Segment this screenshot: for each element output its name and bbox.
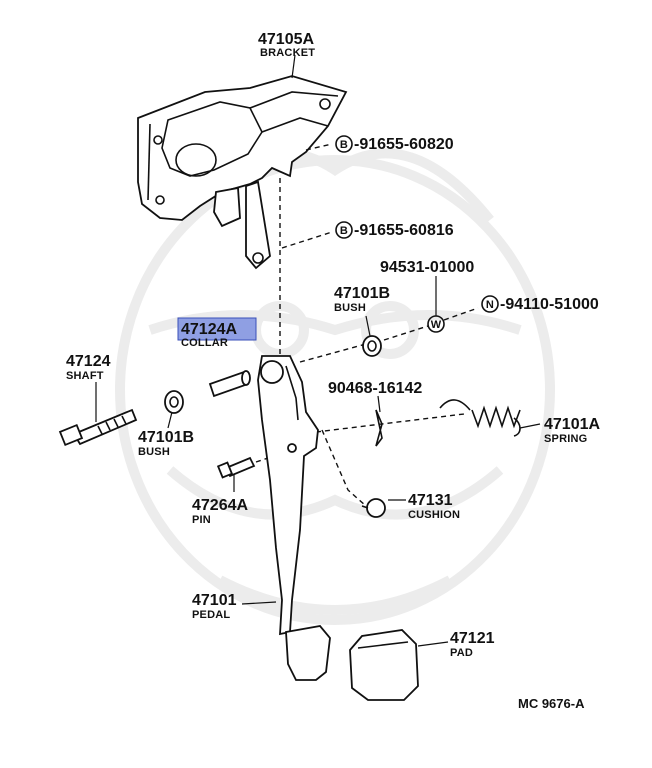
bush-upper-name: BUSH xyxy=(334,302,366,314)
marker-n-letter: N xyxy=(486,299,494,311)
bracket-number[interactable]: 47105A xyxy=(258,31,314,48)
washer-number[interactable]: 94531-01000 xyxy=(380,259,474,276)
bolt-b2-number[interactable]: -91655-60816 xyxy=(354,222,454,239)
cushion-name: CUSHION xyxy=(408,509,460,521)
watermark-emblem xyxy=(115,148,555,625)
marker-washer: W xyxy=(427,315,445,333)
collar-number[interactable]: 47124A xyxy=(181,321,237,338)
clip-number[interactable]: 90468-16142 xyxy=(328,380,422,397)
pedal-number[interactable]: 47101 xyxy=(192,592,237,609)
pedal-part xyxy=(257,355,331,681)
cushion-number[interactable]: 47131 xyxy=(408,492,453,509)
clip-part xyxy=(375,409,383,447)
bush-lower-part xyxy=(164,390,184,414)
shaft-part xyxy=(58,408,138,447)
spring-part xyxy=(439,399,521,437)
pad-number[interactable]: 47121 xyxy=(450,630,495,647)
pad-name: PAD xyxy=(450,647,473,659)
spring-name: SPRING xyxy=(544,433,587,445)
pin-number[interactable]: 47264A xyxy=(192,497,248,514)
bolt-b1-number[interactable]: -91655-60820 xyxy=(354,136,454,153)
pedal-name: PEDAL xyxy=(192,609,230,621)
collar-name: COLLAR xyxy=(181,337,228,349)
bracket-name: BRACKET xyxy=(260,47,315,59)
marker-b1-letter: B xyxy=(340,139,348,151)
shaft-number[interactable]: 47124 xyxy=(66,353,111,370)
bush-lower-name: BUSH xyxy=(138,446,170,458)
pin-part xyxy=(216,456,256,479)
marker-bolt-b1: B xyxy=(335,135,353,153)
bush-upper-number[interactable]: 47101B xyxy=(334,285,390,302)
nut-number[interactable]: -94110-51000 xyxy=(500,296,599,313)
collar-highlight xyxy=(177,317,257,341)
collar-part xyxy=(208,370,251,398)
diagram-code: MC 9676-A xyxy=(518,696,585,711)
leader-lines xyxy=(95,54,541,647)
bush-lower-number[interactable]: 47101B xyxy=(138,429,194,446)
marker-w-letter: W xyxy=(431,319,442,331)
bracket-part xyxy=(137,75,348,270)
cushion-part xyxy=(361,498,386,518)
pad-part xyxy=(349,629,419,701)
marker-nut: N xyxy=(481,295,499,313)
marker-bolt-b2: B xyxy=(335,221,353,239)
bush-upper-part xyxy=(362,335,382,357)
shaft-name: SHAFT xyxy=(66,370,104,382)
pin-name: PIN xyxy=(192,514,211,526)
spring-number[interactable]: 47101A xyxy=(544,416,600,433)
marker-b2-letter: B xyxy=(340,225,348,237)
